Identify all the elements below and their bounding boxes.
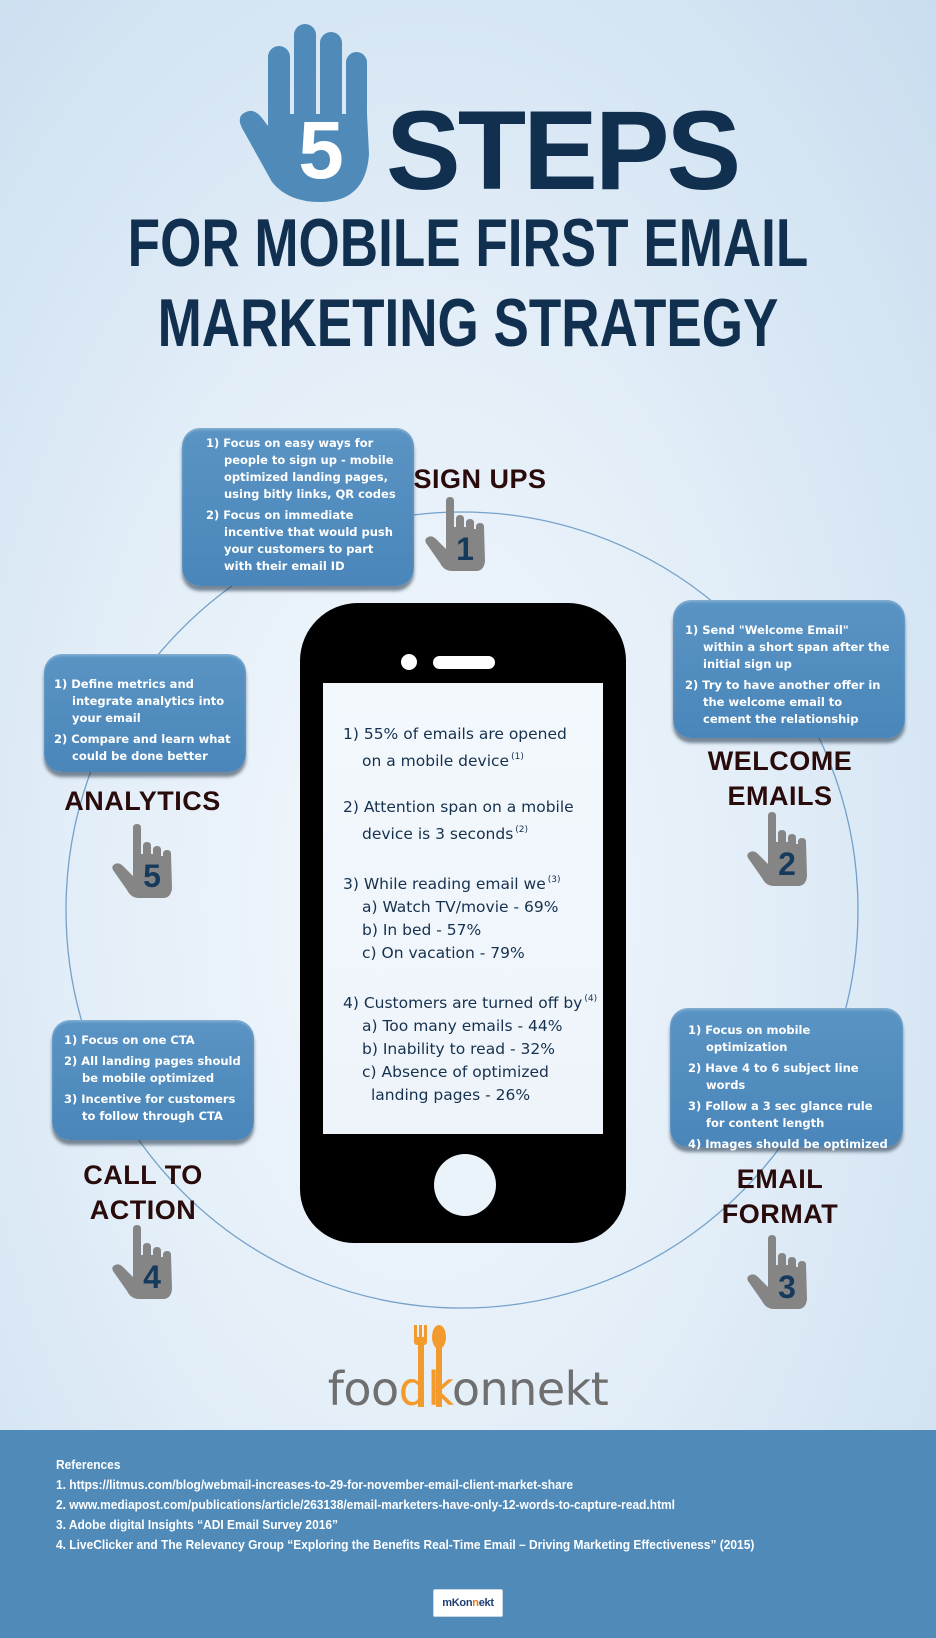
- stat-text: 1) 55% of emails are opened: [343, 725, 567, 743]
- reference-item: 3. Adobe digital Insights “ADI Email Sur…: [56, 1517, 339, 1532]
- pointing-hand-icon: 2: [746, 812, 812, 886]
- phone-camera-icon: [401, 654, 417, 670]
- cta-tips-box: 1) Focus on one CTA 2) All landing pages…: [52, 1020, 254, 1140]
- stat-attention-span: 2) Attention span on a mobile device is …: [343, 796, 591, 846]
- step-number: 4: [143, 1259, 161, 1295]
- stat-text: 4) Customers are turned off by(4): [343, 988, 597, 1015]
- analytics-tips-box: 1) Define metrics and integrate analytic…: [44, 654, 246, 772]
- logo-text: mKon: [442, 1597, 473, 1609]
- welcome-tip: 2) Try to have another offer in the welc…: [685, 678, 881, 726]
- pointing-hand-icon: 4: [111, 1225, 177, 1299]
- logo-text-accent: n: [472, 1597, 479, 1609]
- signups-tip: 2) Focus on immediate incentive that wou…: [206, 508, 393, 573]
- stat-turn-offs: 4) Customers are turned off by(4) a) Too…: [343, 988, 597, 1107]
- pointing-hand-icon: 3: [746, 1235, 812, 1309]
- step-label-line: EMAILS: [727, 781, 833, 811]
- brand-logo-foodkonnekt: foodkonnekt: [0, 1364, 936, 1414]
- reference-item: 4. LiveClicker and The Relevancy Group “…: [56, 1537, 755, 1552]
- step-number: 3: [778, 1269, 796, 1305]
- pointing-hand-icon: 1: [424, 497, 490, 571]
- step-label-cta: CALL TO ACTION: [58, 1158, 228, 1228]
- stat-reading-context: 3) While reading email we(3) a) Watch TV…: [343, 869, 591, 965]
- format-tip: 1) Focus on mobile optimization: [688, 1023, 811, 1054]
- format-tips-box: 1) Focus on mobile optimization 2) Have …: [670, 1008, 903, 1151]
- stat-text: a) Too many emails - 44%: [362, 1017, 563, 1035]
- step-label-line: ACTION: [89, 1195, 197, 1225]
- stat-text: 3) While reading email we(3): [343, 869, 591, 896]
- stat-text: c) Absence of optimized: [362, 1063, 549, 1081]
- stat-text: b) In bed - 57%: [362, 921, 482, 939]
- stat-text: 4) Customers are turned off by: [343, 994, 583, 1012]
- stat-text: device is 3 seconds: [362, 825, 514, 843]
- fork-spoon-icon: [412, 1325, 448, 1407]
- format-tip: 2) Have 4 to 6 subject line words: [688, 1061, 859, 1092]
- raised-hand-icon: [238, 24, 380, 202]
- stat-text: landing pages - 26%: [371, 1086, 531, 1104]
- reference-marker: (3): [547, 875, 561, 885]
- stat-text: on a mobile device: [362, 752, 510, 770]
- stat-text: a) Watch TV/movie - 69%: [362, 898, 559, 916]
- stat-text: c) On vacation - 79%: [362, 944, 525, 962]
- signups-tips-box: 1) Focus on easy ways for people to sign…: [182, 428, 414, 586]
- logo-text: ekt: [478, 1597, 494, 1609]
- welcome-tips-box: 1) Send "Welcome Email" within a short s…: [673, 600, 905, 738]
- page-subtitle-line2: MARKETING STRATEGY: [157, 285, 779, 361]
- reference-item: 1. https://litmus.com/blog/webmail-incre…: [56, 1477, 574, 1492]
- welcome-tip: 1) Send "Welcome Email" within a short s…: [685, 623, 890, 671]
- hero-number: 5: [298, 105, 344, 196]
- references-list: References 1. https://litmus.com/blog/we…: [56, 1455, 847, 1555]
- step-label-welcome: WELCOME EMAILS: [700, 744, 860, 814]
- reference-marker: (4): [584, 994, 598, 1004]
- page-subtitle-line1: FOR MOBILE FIRST EMAIL: [127, 205, 809, 281]
- step-label-analytics: ANALYTICS: [64, 786, 221, 816]
- stat-text: 2) Attention span on a mobile: [343, 798, 574, 816]
- mkonnekt-logo: mKonnekt: [433, 1589, 503, 1617]
- stat-mobile-opens: 1) 55% of emails are opened on a mobile …: [343, 723, 591, 773]
- stat-text: device is 3 seconds(2): [343, 819, 591, 846]
- cta-tip: 3) Incentive for customers to follow thr…: [64, 1092, 236, 1123]
- stat-text: on a mobile device(1): [343, 746, 591, 773]
- phone-screen-stats: 1) 55% of emails are opened on a mobile …: [323, 683, 603, 1134]
- signups-tip: 1) Focus on easy ways for people to sign…: [206, 436, 396, 501]
- cta-tip: 2) All landing pages should be mobile op…: [64, 1054, 241, 1085]
- references-heading: References: [56, 1457, 121, 1472]
- analytics-tip: 2) Compare and learn what could be done …: [54, 732, 231, 763]
- step-label-line: WELCOME: [707, 746, 853, 776]
- analytics-tip: 1) Define metrics and integrate analytic…: [54, 677, 225, 725]
- brand-text: foo: [327, 1362, 399, 1416]
- step-label-signups: SIGN UPS: [413, 464, 547, 494]
- reference-marker: (2): [515, 825, 529, 835]
- stat-text: 3) While reading email we: [343, 875, 546, 893]
- format-tip: 4) Images should be optimized: [688, 1137, 888, 1151]
- brand-text: onnekt: [451, 1362, 609, 1416]
- step-label-format: EMAIL FORMAT: [700, 1162, 860, 1232]
- stat-text: b) Inability to read - 32%: [362, 1040, 555, 1058]
- phone-home-button-icon: [434, 1154, 496, 1216]
- pointing-hand-icon: 5: [111, 824, 177, 898]
- step-number: 5: [143, 858, 161, 894]
- reference-marker: (1): [511, 752, 524, 762]
- step-label-line: CALL TO: [83, 1160, 203, 1190]
- cta-tip: 1) Focus on one CTA: [64, 1033, 195, 1047]
- step-number: 2: [778, 846, 796, 882]
- step-label-line: FORMAT: [721, 1199, 839, 1229]
- phone-speaker-icon: [433, 656, 495, 669]
- format-tip: 3) Follow a 3 sec glance rule for conten…: [688, 1099, 873, 1130]
- hero-steps-word: STEPS: [386, 88, 741, 213]
- brand-text-accent: dk: [398, 1362, 453, 1416]
- step-label-line: EMAIL: [736, 1164, 824, 1194]
- step-number: 1: [456, 531, 474, 567]
- reference-item: 2. www.mediapost.com/publications/articl…: [56, 1497, 676, 1512]
